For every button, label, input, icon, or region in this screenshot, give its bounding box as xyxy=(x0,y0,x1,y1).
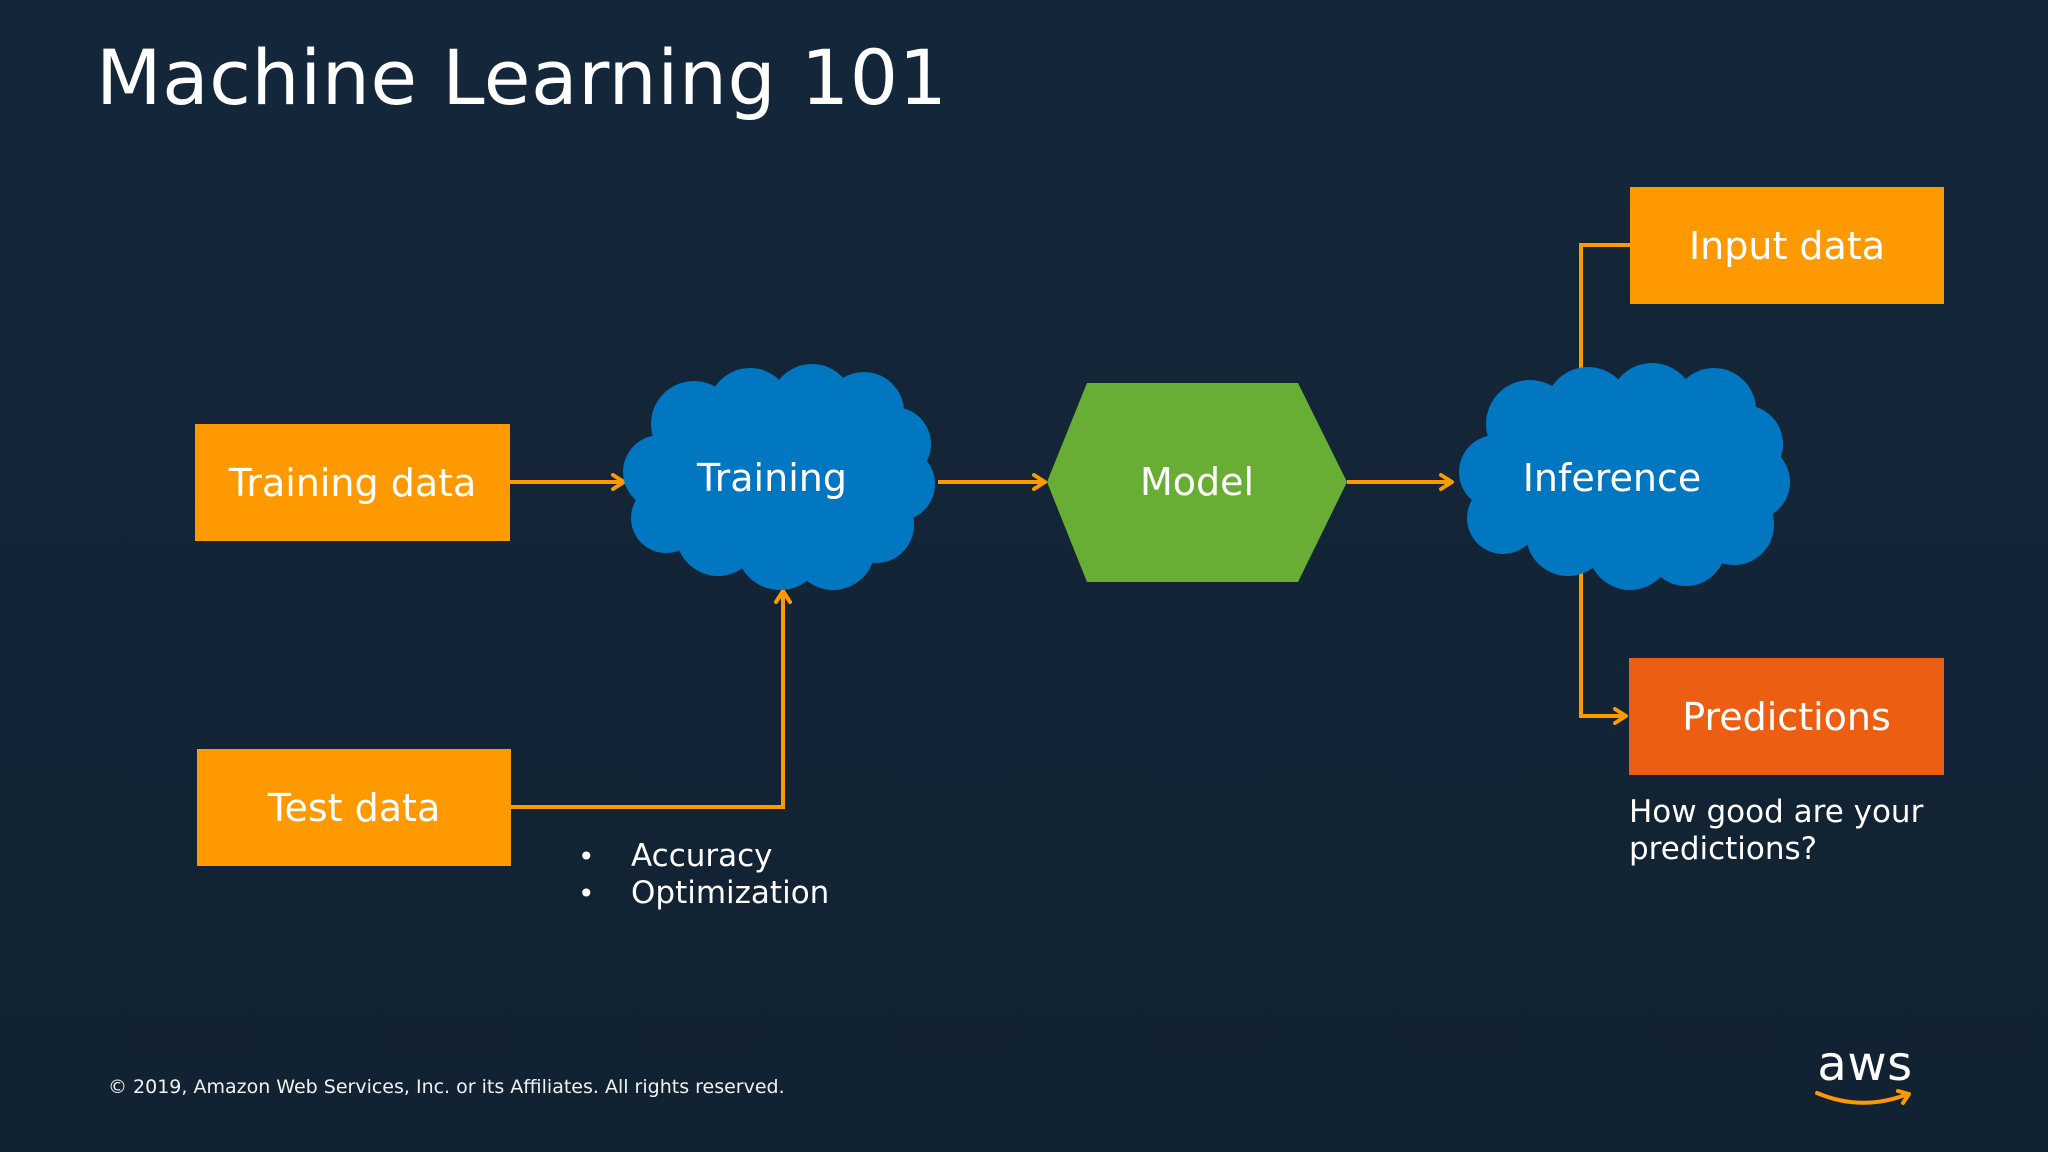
connector-inference-to-input-data xyxy=(1579,243,1630,392)
training-label: Training xyxy=(697,456,847,500)
inference-label: Inference xyxy=(1522,456,1702,500)
aws-logo-text: aws xyxy=(1817,1036,1913,1092)
predictions-label: Predictions xyxy=(1682,694,1891,739)
bullet-icon: • xyxy=(578,877,595,910)
metric-accuracy: • Accuracy xyxy=(578,838,829,875)
predictions-note: How good are your predictions? xyxy=(1629,794,1924,867)
slide-title: Machine Learning 101 xyxy=(96,33,948,122)
input-data-label: Input data xyxy=(1688,223,1886,268)
inference-cloud xyxy=(1459,363,1790,590)
metric-optimization: • Optimization xyxy=(578,875,829,912)
test-data-box xyxy=(197,749,511,866)
training-cloud xyxy=(623,364,935,590)
model-hexagon xyxy=(1047,383,1347,582)
training-metrics-list: • Accuracy • Optimization xyxy=(578,838,829,912)
test-data-label: Test data xyxy=(267,785,441,830)
training-data-box xyxy=(195,424,510,541)
connector-inference-to-predictions xyxy=(1579,568,1628,725)
connector-test-data-to-training xyxy=(510,589,792,809)
input-data-box xyxy=(1630,187,1944,304)
training-data-label: Training data xyxy=(228,460,477,505)
predictions-box xyxy=(1629,658,1944,775)
aws-logo: aws xyxy=(1810,1038,1920,1112)
aws-smile-icon xyxy=(1815,1089,1911,1105)
metric-accuracy-label: Accuracy xyxy=(631,838,773,874)
bullet-icon: • xyxy=(578,840,595,873)
metric-optimization-label: Optimization xyxy=(631,875,830,911)
copyright-footer: © 2019, Amazon Web Services, Inc. or its… xyxy=(108,1076,785,1098)
model-label: Model xyxy=(1139,460,1255,504)
